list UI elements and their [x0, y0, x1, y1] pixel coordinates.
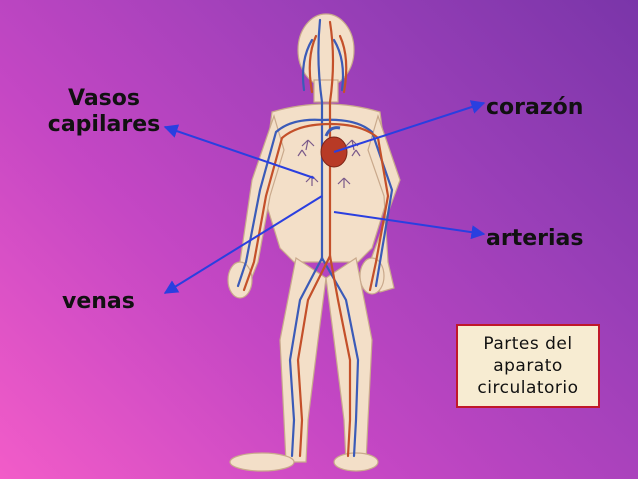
lung-capillaries: [297, 139, 361, 188]
caption-text: Partes del aparato circulatorio: [477, 334, 579, 398]
label-vasos-capilares: Vasos capilares: [47, 86, 161, 137]
arrow-vasos-capilares: [163, 124, 315, 179]
arrow-venas: [163, 195, 323, 294]
label-arterias: arterias: [486, 226, 584, 251]
arteries: [242, 20, 390, 458]
label-venas: venas: [62, 289, 135, 314]
label-corazon: corazón: [486, 95, 584, 120]
arrow-arterias: [333, 211, 486, 240]
arrow-corazon: [333, 100, 486, 153]
caption-box: Partes del aparato circulatorio: [456, 324, 600, 408]
veins: [236, 18, 394, 458]
human-body-figure: [227, 13, 401, 472]
